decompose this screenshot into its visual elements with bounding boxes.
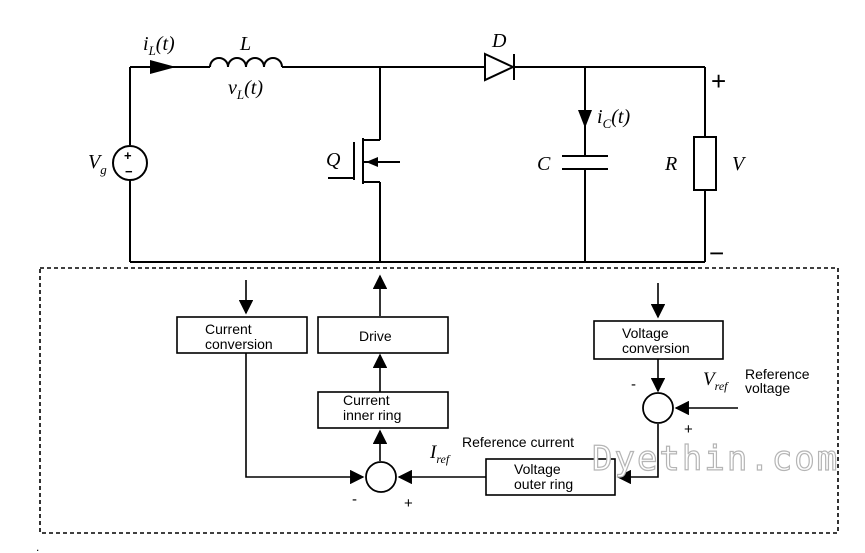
footnote-dot: .: [36, 540, 39, 553]
svg-text:Current: Current: [205, 321, 252, 337]
output-minus: −: [709, 238, 724, 268]
source-label: Vg: [88, 151, 107, 177]
current-conversion-block: Current conversion: [176, 316, 308, 354]
svg-text:Drive: Drive: [359, 328, 392, 344]
voltage-outer-ring-block: Voltage outer ring: [485, 458, 616, 496]
voltage-sum-junction: [642, 392, 674, 424]
sum2-minus-sign: -: [631, 376, 636, 393]
current-arrow-il: [150, 60, 176, 74]
current-sum-junction: [365, 461, 397, 493]
controller-boundary: [39, 267, 839, 534]
reference-voltage-label-1: Reference: [745, 366, 810, 382]
drive-block: Drive: [317, 316, 449, 354]
sum2-plus-sign: +: [684, 421, 693, 438]
source-minus: −: [125, 164, 133, 179]
switch-label: Q: [326, 149, 341, 171]
svg-text:conversion: conversion: [622, 340, 690, 356]
diode-label: D: [491, 30, 507, 52]
svg-text:Current: Current: [343, 392, 390, 408]
reference-voltage-label-2: voltage: [745, 380, 790, 396]
current-arrow-ic: [578, 110, 592, 128]
sum2-to-outer-path: [616, 424, 659, 485]
reference-current-label: Reference current: [462, 434, 574, 450]
inductor-current-label: iL(t): [143, 33, 175, 58]
source-plus: +: [124, 148, 132, 163]
watermark: Dyethin.com: [592, 439, 839, 479]
resistor-symbol: [693, 136, 717, 191]
inductor-label: L: [239, 33, 251, 55]
capacitor-current-label: iC(t): [597, 106, 630, 131]
voltage-source-symbol: [112, 145, 148, 181]
resistor-label: R: [664, 153, 677, 175]
mosfet-body-arrow: [366, 157, 378, 167]
svg-text:Voltage: Voltage: [622, 325, 669, 341]
inductor-voltage-label: vL(t): [228, 77, 263, 102]
current-inner-ring-block: Current inner ring: [317, 391, 449, 429]
svg-text:inner ring: inner ring: [343, 407, 401, 423]
svg-text:Voltage: Voltage: [514, 461, 561, 477]
sum1-minus-sign: -: [352, 491, 357, 508]
vref-label: Vref: [703, 369, 729, 393]
power-circuit: [112, 52, 717, 263]
current-feedback-path: [245, 353, 365, 485]
svg-text:conversion: conversion: [205, 336, 273, 352]
iref-label: Iref: [429, 442, 451, 466]
capacitor-label: C: [537, 153, 551, 175]
sum1-plus-sign: +: [404, 495, 413, 512]
inductor-symbol: [209, 57, 283, 68]
svg-text:outer ring: outer ring: [514, 476, 573, 492]
voltage-conversion-block: Voltage conversion: [593, 320, 724, 360]
output-plus: +: [711, 66, 726, 96]
output-voltage-label: V: [732, 153, 747, 175]
diode-symbol: [484, 52, 516, 82]
